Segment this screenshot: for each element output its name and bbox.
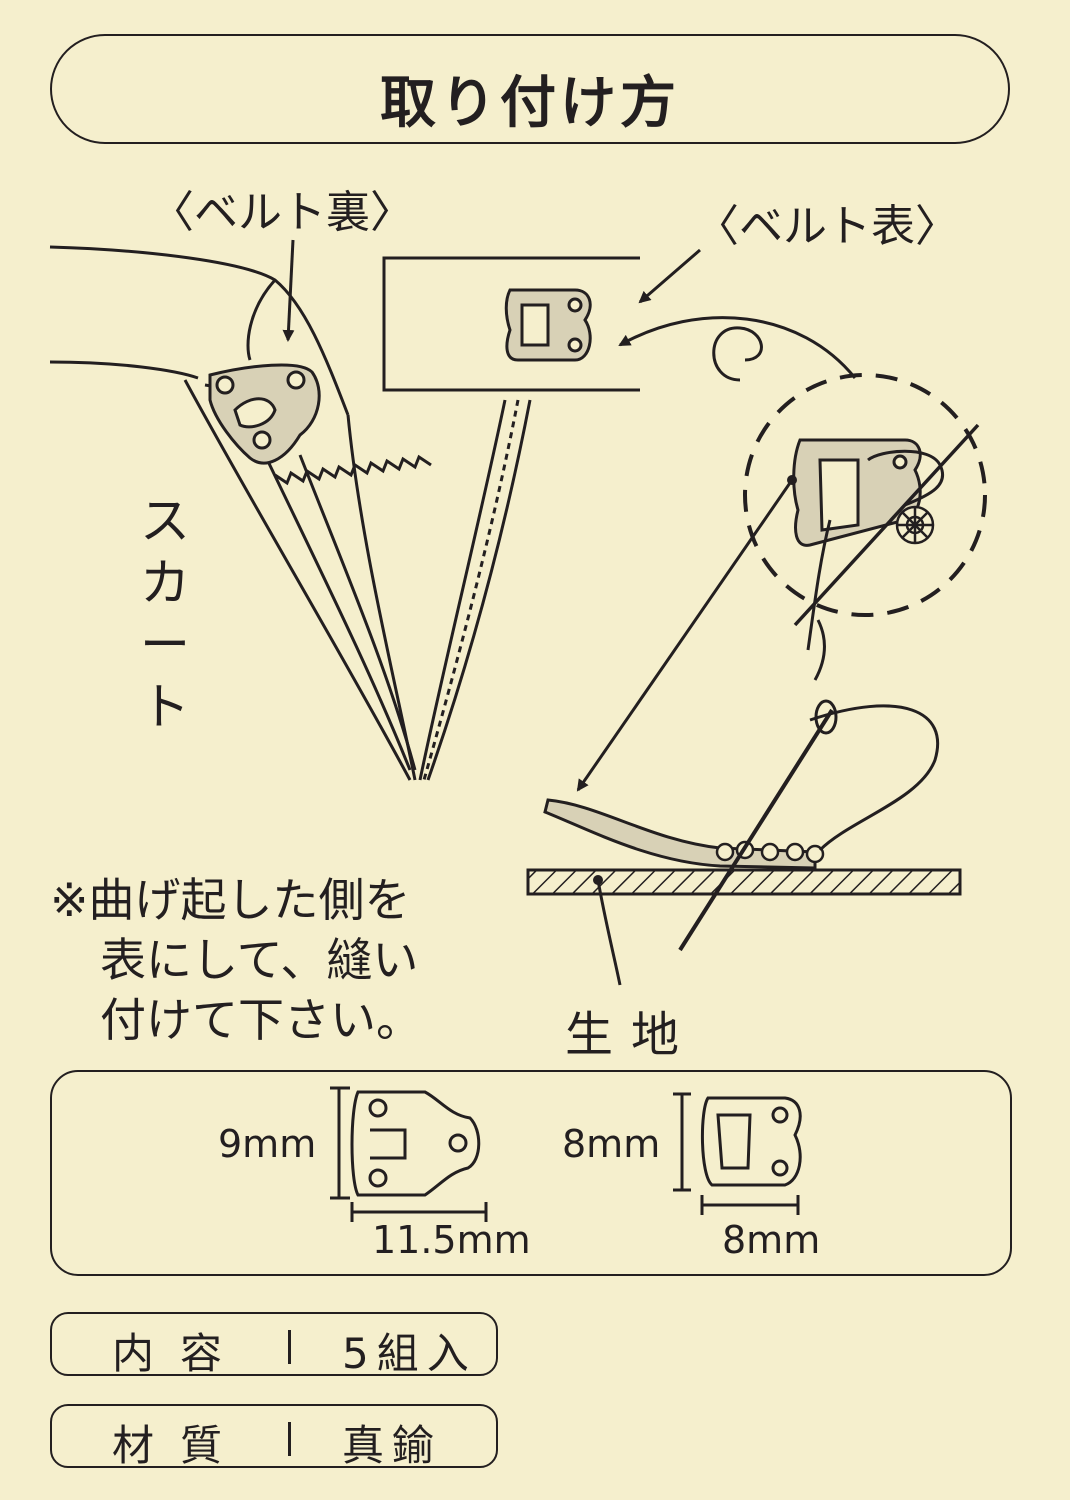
label-skirt: スカート <box>140 492 190 736</box>
info-divider <box>288 1422 291 1456</box>
info-key: 内容 <box>112 1329 249 1378</box>
size-panel <box>50 1070 1012 1276</box>
page-title: 取り付け方 <box>380 71 680 136</box>
info-value: 真鍮 <box>342 1421 443 1470</box>
skirt-waistband <box>49 245 417 781</box>
zipper-teeth-left <box>274 454 432 486</box>
info-divider <box>288 1330 291 1364</box>
eye-magnified <box>792 438 922 547</box>
eye-height-label: 8mm <box>562 1122 661 1166</box>
hook-size-drawing <box>330 1086 488 1222</box>
title-banner: 取り付け方 <box>50 34 1010 144</box>
info-contents: 内容 5組入 <box>50 1312 498 1378</box>
eye-width-label: 8mm <box>722 1218 821 1262</box>
sewing-note: ※曲げ起した側を 表にして、縫い 付けて下さい。 <box>50 870 422 1050</box>
hook-on-belt <box>208 363 321 465</box>
info-material: 材質 真鍮 <box>50 1404 498 1470</box>
fabric <box>526 868 962 896</box>
eye-size-drawing <box>673 1092 802 1215</box>
info-key: 材質 <box>112 1421 249 1470</box>
label-belt-back: 〈ベルト裏〉 <box>150 187 414 238</box>
hook-height-label: 9mm <box>218 1122 317 1166</box>
stitch-knot <box>895 505 935 545</box>
magnify-circle <box>743 373 987 617</box>
zipper-right <box>418 399 532 781</box>
info-value: 5組入 <box>342 1329 477 1378</box>
belt-front <box>382 256 640 392</box>
note-line: 表にして、縫い <box>100 933 419 987</box>
label-belt-front: 〈ベルト表〉 <box>695 201 959 252</box>
note-line: 付けて下さい。 <box>100 993 422 1047</box>
note-line: ※曲げ起した側を <box>50 873 411 927</box>
label-fabric: 生地 <box>565 1007 698 1063</box>
hook-width-label: 11.5mm <box>372 1218 531 1262</box>
eye-on-belt <box>504 288 592 362</box>
